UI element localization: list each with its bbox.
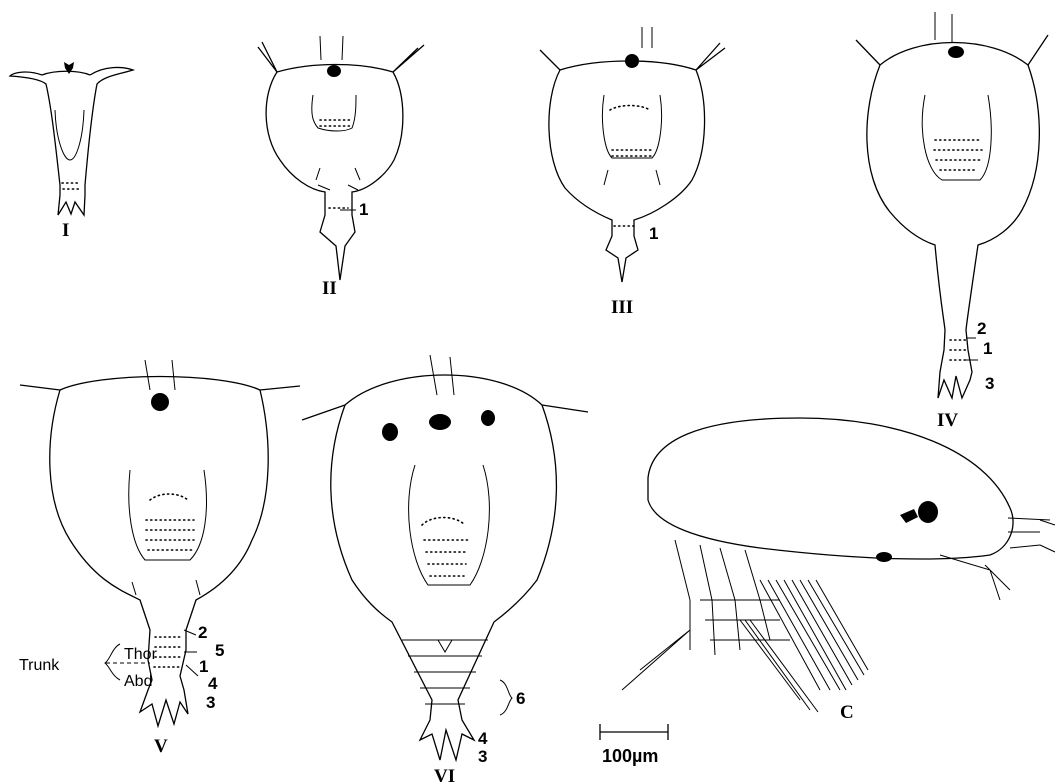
stage-vi-drawing xyxy=(302,355,588,760)
abdomen-label: Abd xyxy=(124,673,152,690)
stage-vi-segment-3: 3 xyxy=(478,747,487,766)
stage-v-segment-3: 3 xyxy=(206,693,215,712)
stage-label-iv: IV xyxy=(937,410,958,431)
stage-v-segment-5: 5 xyxy=(215,641,224,660)
stage-c-drawing xyxy=(622,418,1055,712)
stage-iv-segment-3: 3 xyxy=(985,374,994,393)
stage-label-v: V xyxy=(154,736,168,757)
stage-iii-drawing xyxy=(540,27,725,282)
stage-vi-segment-4: 4 xyxy=(478,729,488,748)
stage-ii-segment-1: 1 xyxy=(359,200,368,219)
stage-v-segment-2: 2 xyxy=(198,623,207,642)
stage-iv-drawing xyxy=(856,12,1048,398)
stage-iv-segment-1: 1 xyxy=(983,339,992,358)
stage-label-i: I xyxy=(62,220,69,241)
stage-label-iii: III xyxy=(611,297,633,318)
stage-vi-segment-6: 6 xyxy=(516,689,525,708)
stage-v-drawing xyxy=(20,360,300,726)
stage-iii-segment-1: 1 xyxy=(649,224,658,243)
stage-iv-segment-2: 2 xyxy=(977,319,986,338)
trunk-label: Trunk xyxy=(19,657,60,674)
thorax-label: Thor xyxy=(124,646,158,663)
scale-bar xyxy=(600,724,668,740)
stage-i-drawing xyxy=(10,62,133,215)
stage-ii-drawing xyxy=(258,36,424,280)
stage-v-segment-4: 4 xyxy=(208,674,218,693)
scale-bar-label: 100µm xyxy=(602,746,658,766)
stage-label-c: C xyxy=(840,702,854,723)
stage-label-ii: II xyxy=(322,278,337,299)
stage-label-vi: VI xyxy=(434,766,455,782)
